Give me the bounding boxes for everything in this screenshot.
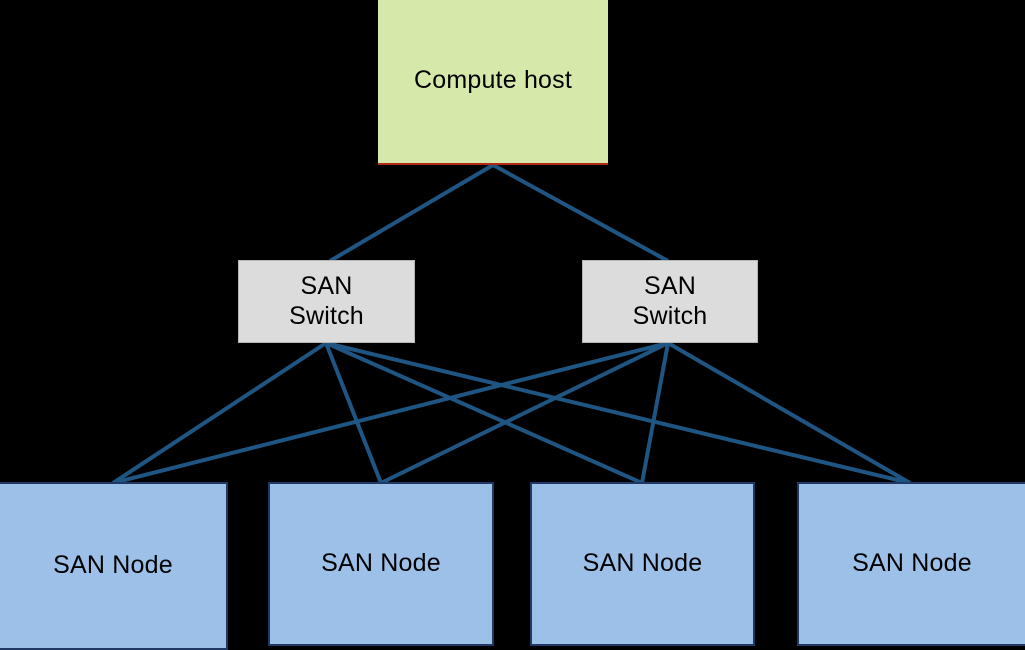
san-node-1-label: SAN Node (53, 551, 173, 580)
connector-compute_host-to-switch_left (328, 163, 495, 263)
connector-switch_right-to-node_1 (112, 341, 669, 485)
connector-compute_host-to-switch_right (492, 163, 669, 263)
san-node-3-box[interactable]: SAN Node (530, 482, 755, 646)
san-node-1-box[interactable]: SAN Node (0, 482, 228, 650)
san-node-3-label: SAN Node (582, 549, 703, 578)
connector-switch_left-to-node_4 (325, 341, 911, 485)
compute-host-box[interactable]: Compute host (378, 0, 608, 165)
san-switch-left-label: SAN Switch (289, 272, 364, 330)
connector-switch_left-to-node_3 (325, 341, 643, 485)
san-switch-right-box[interactable]: SAN Switch (582, 260, 758, 343)
connector-switch_right-to-node_3 (640, 342, 670, 484)
san-node-2-label: SAN Node (321, 549, 441, 578)
connector-switch_left-to-node_1 (111, 341, 328, 485)
san-node-2-box[interactable]: SAN Node (268, 482, 494, 646)
connector-switch_left-to-node_2 (324, 342, 383, 484)
connector-switch_right-to-node_4 (666, 341, 912, 485)
san-node-4-box[interactable]: SAN Node (797, 482, 1025, 646)
san-switch-right-label: SAN Switch (632, 272, 708, 330)
san-switch-left-box[interactable]: SAN Switch (238, 260, 415, 343)
connector-switch_right-to-node_2 (380, 341, 669, 485)
san-node-4-label: SAN Node (852, 549, 972, 578)
compute-host-label: Compute host (413, 65, 573, 94)
